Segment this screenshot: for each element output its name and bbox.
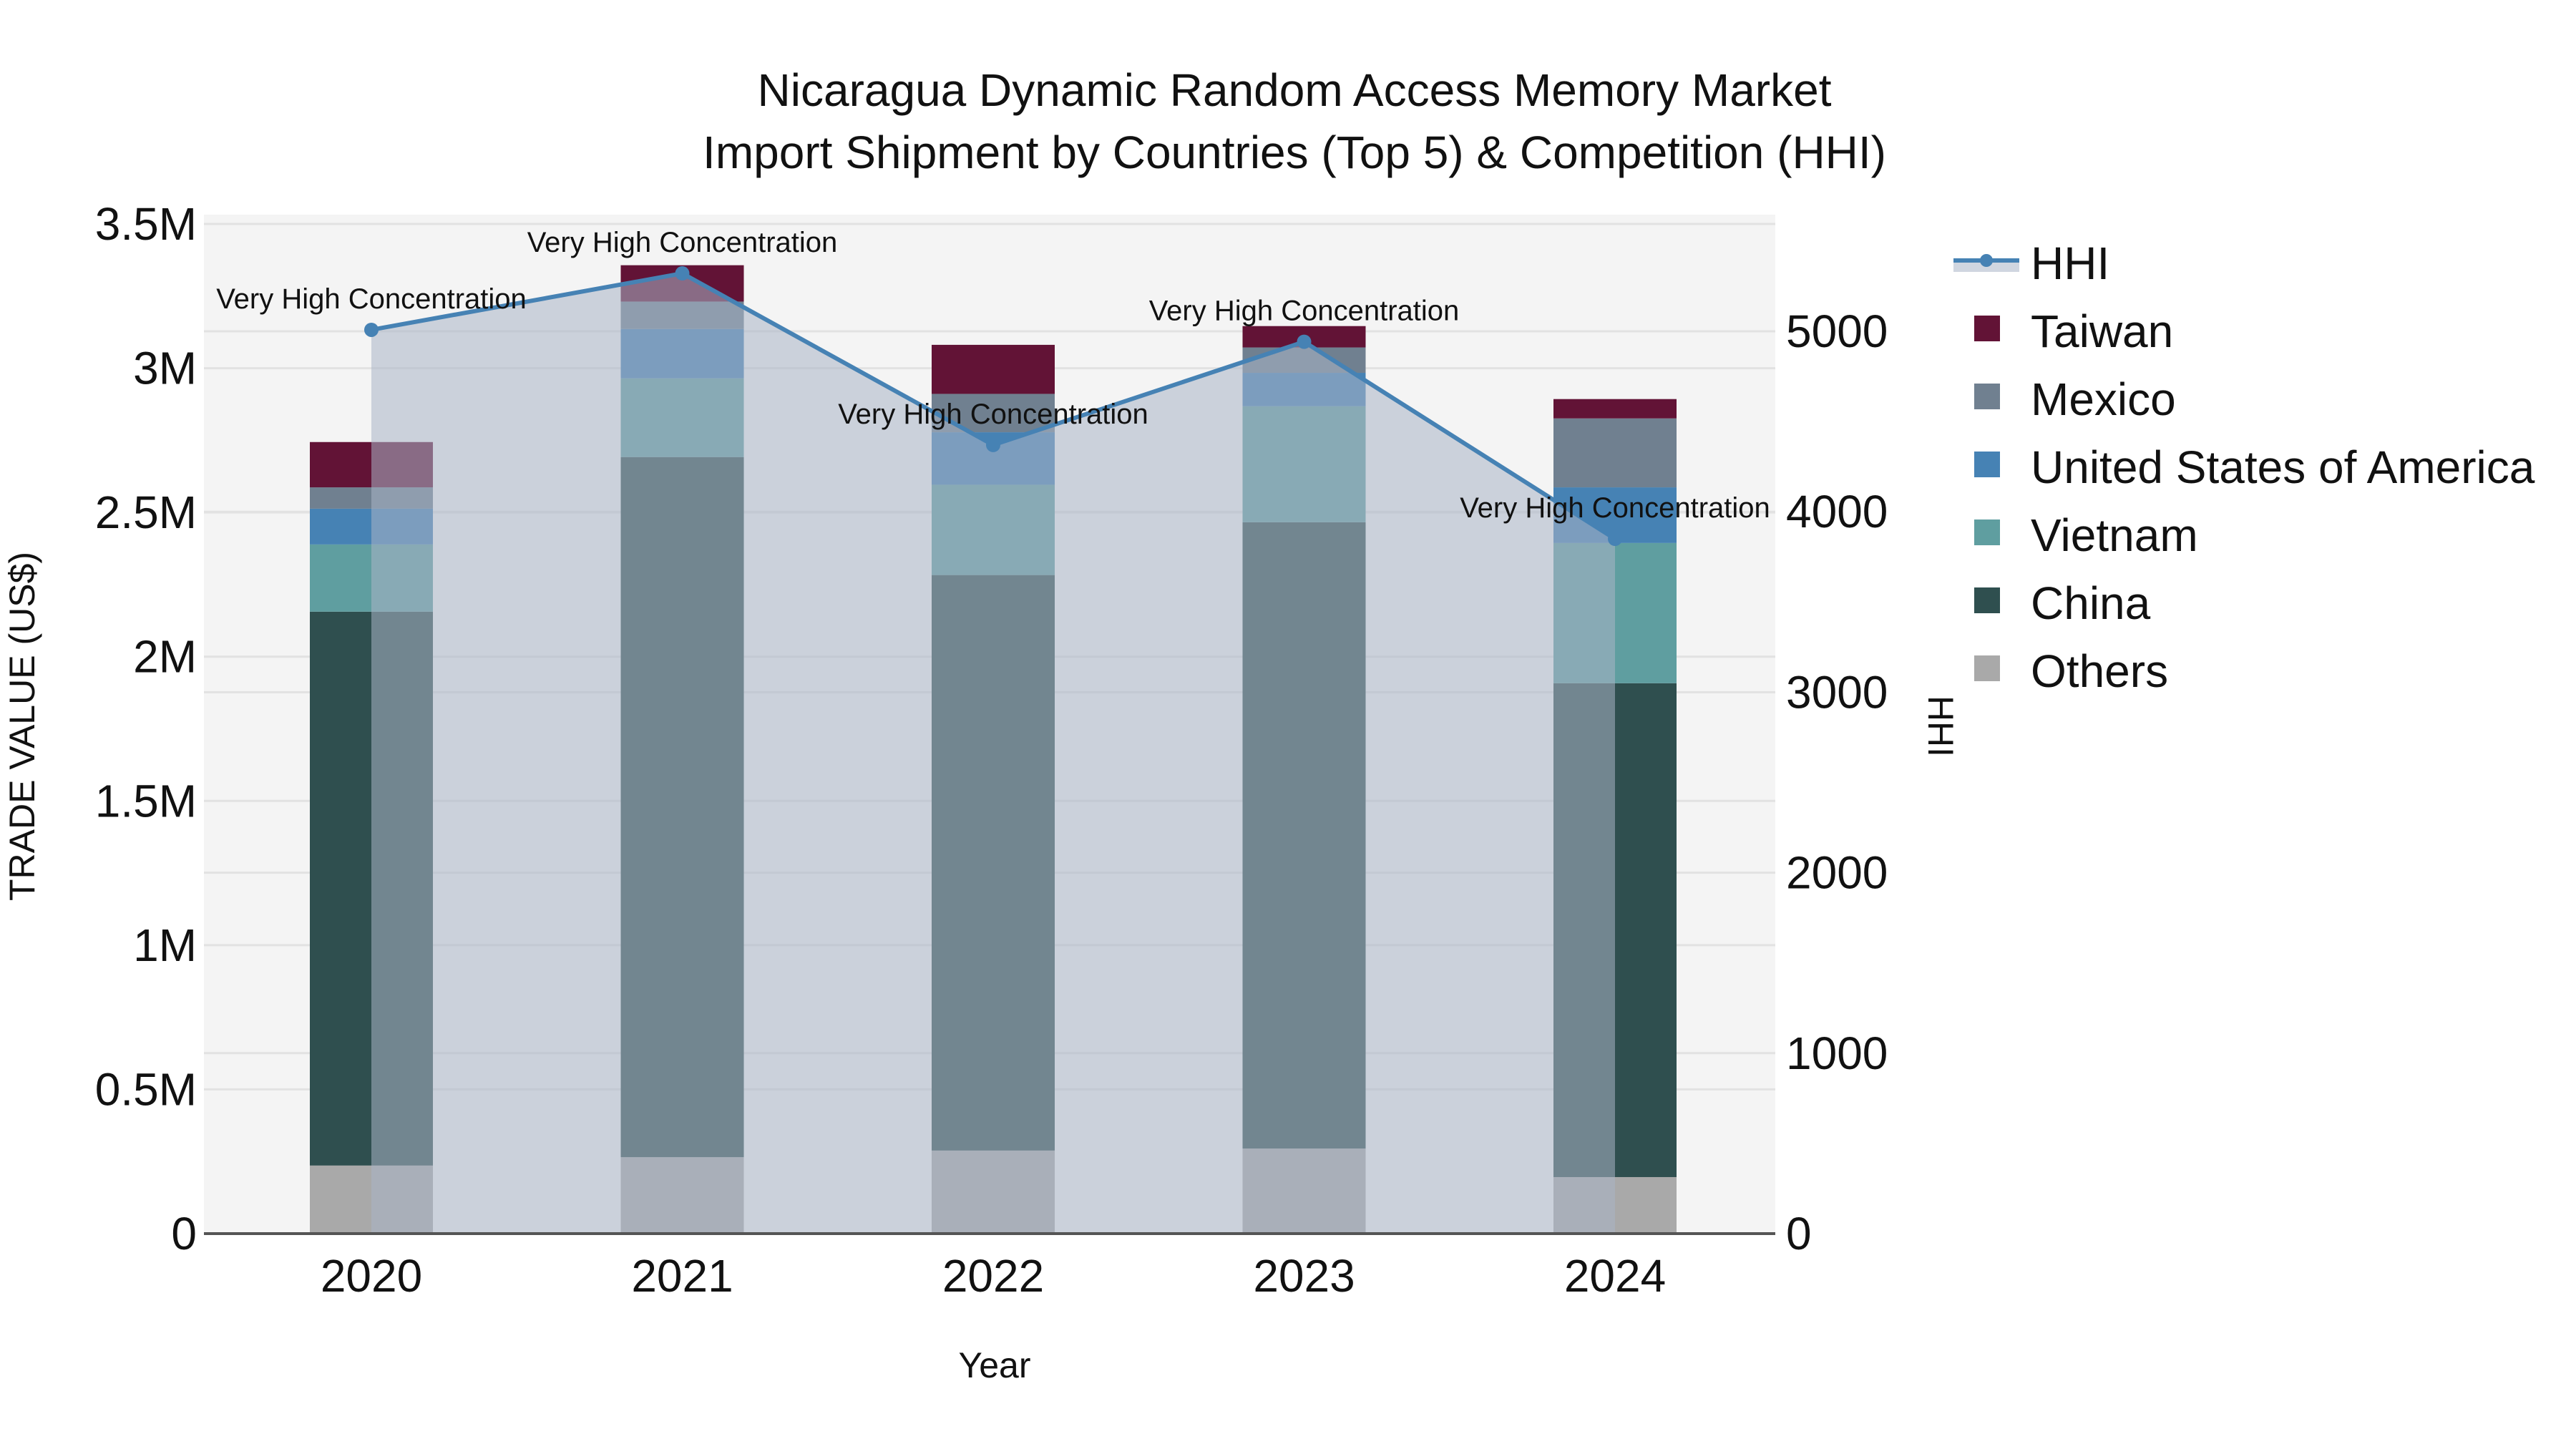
y-axis-left-ticks: 0 0.5M 1M 1.5M 2M 2.5M 3M 3.5M: [95, 198, 197, 1259]
legend-color-swatch: [1974, 384, 2000, 409]
y2-tick-label: 2000: [1786, 847, 1888, 899]
y-tick-label: 2M: [133, 631, 197, 683]
y2-tick-label: 0: [1786, 1208, 1812, 1259]
title-line-1: Nicaragua Dynamic Random Access Memory M…: [758, 64, 1832, 116]
y-tick-label: 2.5M: [95, 487, 197, 538]
y2-tick-label: 4000: [1786, 486, 1888, 537]
hhi-area-fill: [371, 273, 1615, 1234]
hhi-point-2023[interactable]: [1297, 334, 1312, 349]
y2-tick-label: 1000: [1786, 1028, 1888, 1079]
hhi-point-2021[interactable]: [675, 266, 690, 281]
hhi-point-2024[interactable]: [1608, 532, 1622, 547]
y-tick-label: 0.5M: [95, 1063, 197, 1115]
legend-label: China: [2031, 577, 2151, 629]
legend-color-swatch: [1974, 655, 2000, 681]
y2-tick-label: 3000: [1786, 666, 1888, 718]
hhi-annotation: Very High Concentration: [1460, 492, 1770, 524]
legend-item-china[interactable]: China: [1974, 577, 2151, 629]
legend-label: Mexico: [2031, 374, 2176, 425]
y-tick-label: 1.5M: [95, 775, 197, 826]
y2-tick-label: 5000: [1786, 306, 1888, 357]
bar-segment-mexico[interactable]: [1553, 418, 1677, 488]
legend-label: Others: [2031, 645, 2168, 697]
legend-color-swatch: [1974, 316, 2000, 341]
hhi-point-2020[interactable]: [364, 322, 379, 337]
chart-title: Nicaragua Dynamic Random Access Memory M…: [703, 64, 1886, 178]
bar-segment-taiwan[interactable]: [932, 344, 1055, 394]
legend-label: United States of America: [2031, 441, 2535, 493]
title-line-2: Import Shipment by Countries (Top 5) & C…: [703, 127, 1886, 178]
x-axis-ticks: 2020 2021 2022 2023 2024: [321, 1250, 1666, 1302]
x-tick-label: 2022: [942, 1250, 1044, 1302]
legend-color-swatch: [1974, 452, 2000, 477]
legend-item-vietnam[interactable]: Vietnam: [1974, 509, 2198, 561]
y-tick-label: 3M: [133, 343, 197, 394]
y2-axis-title: HHI: [1921, 696, 1961, 757]
legend-marker-icon: [1980, 254, 1993, 267]
legend-item-hhi[interactable]: HHI: [1953, 238, 2109, 289]
hhi-annotation: Very High Concentration: [216, 283, 527, 315]
y-tick-label: 1M: [133, 919, 197, 971]
x-tick-label: 2020: [321, 1250, 422, 1302]
hhi-line-series: [364, 266, 1622, 1234]
legend-item-united-states-of-america[interactable]: United States of America: [1974, 441, 2535, 493]
y-axis-right-ticks: 0 1000 2000 3000 4000 5000: [1786, 306, 1888, 1259]
legend-item-mexico[interactable]: Mexico: [1974, 374, 2176, 425]
x-tick-label: 2024: [1564, 1250, 1666, 1302]
legend-color-swatch: [1974, 519, 2000, 545]
x-axis-title: Year: [958, 1345, 1030, 1385]
y-tick-label: 0: [171, 1208, 197, 1259]
y-axis-title: TRADE VALUE (US$): [2, 552, 42, 901]
y-tick-label: 3.5M: [95, 198, 197, 250]
hhi-annotation: Very High Concentration: [1149, 296, 1460, 327]
hhi-annotation: Very High Concentration: [838, 399, 1148, 430]
legend-label: Vietnam: [2031, 509, 2198, 561]
legend-item-taiwan[interactable]: Taiwan: [1974, 306, 2173, 357]
x-tick-label: 2023: [1253, 1250, 1355, 1302]
hhi-point-2022[interactable]: [986, 437, 1000, 452]
x-tick-label: 2021: [631, 1250, 733, 1302]
legend-label: HHI: [2031, 238, 2109, 289]
bar-segment-taiwan[interactable]: [1553, 399, 1677, 419]
legend-color-swatch: [1974, 587, 2000, 613]
legend-label: Taiwan: [2031, 306, 2173, 357]
legend-item-others[interactable]: Others: [1974, 645, 2168, 697]
hhi-annotation: Very High Concentration: [527, 227, 838, 258]
